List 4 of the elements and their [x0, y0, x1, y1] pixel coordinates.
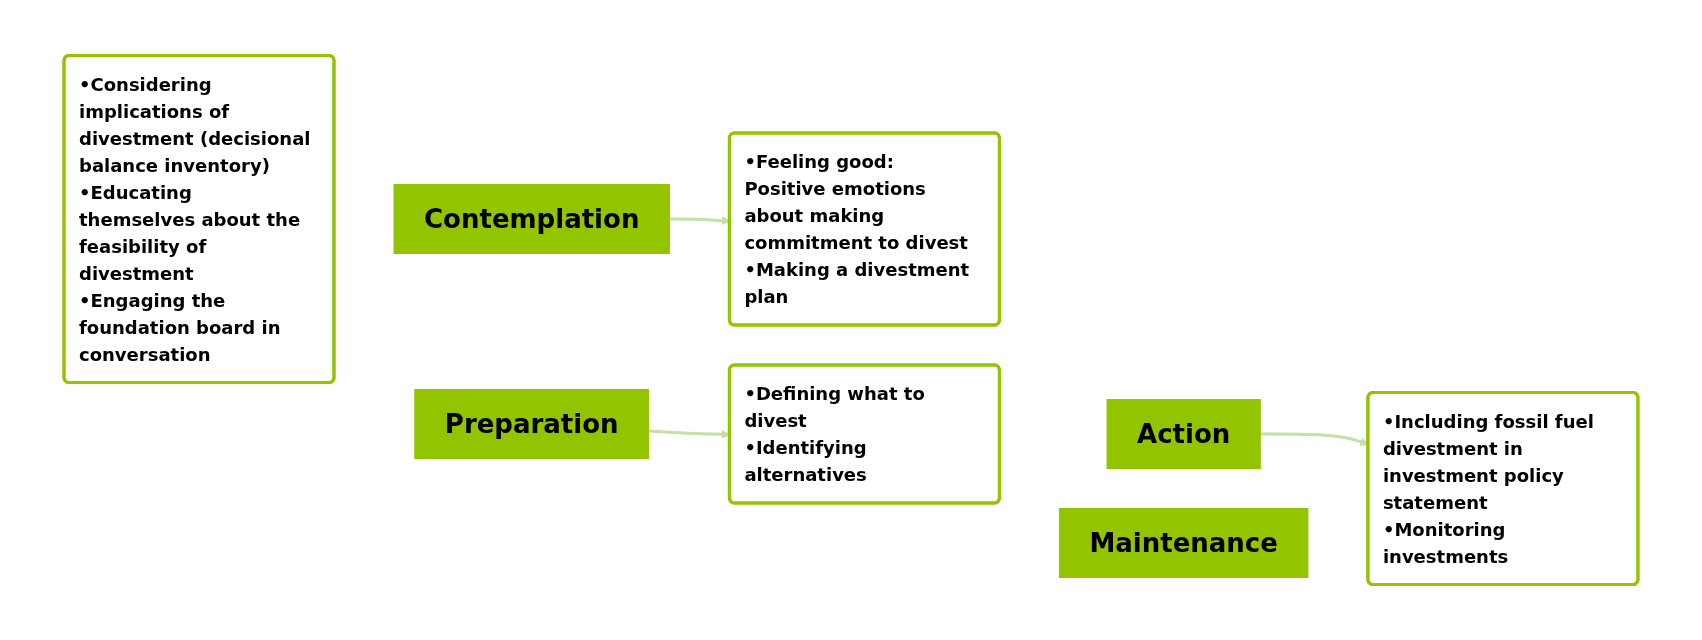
node-box: Maintenance — [1058, 508, 1309, 578]
node-box: Action — [1106, 399, 1261, 469]
node-box: Contemplation — [393, 184, 670, 254]
node-box: Preparation — [414, 389, 650, 459]
